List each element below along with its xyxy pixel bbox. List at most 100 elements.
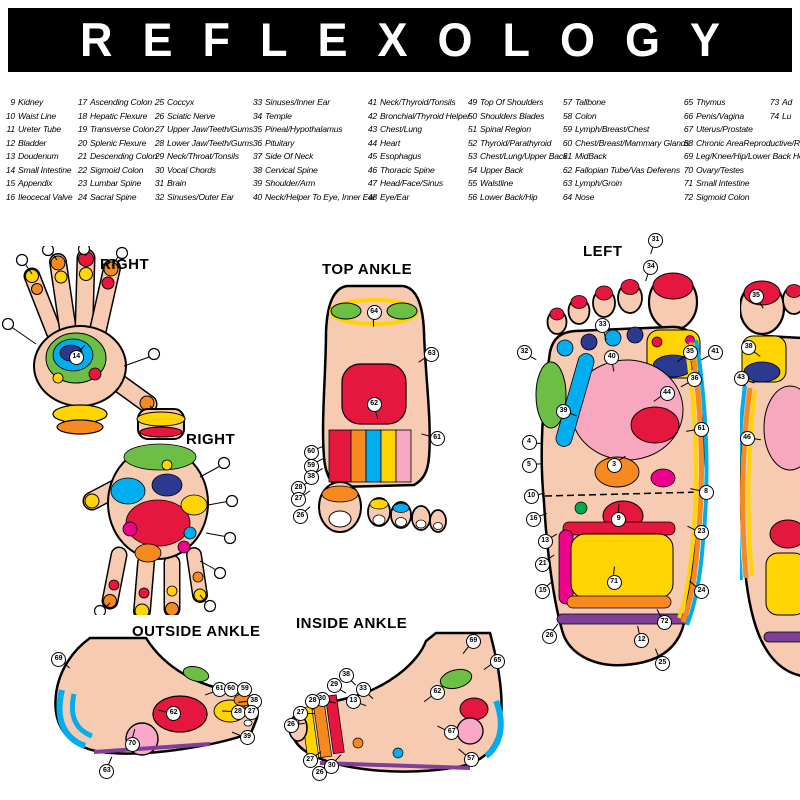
legend-item-label: Shoulder/Arm (265, 178, 316, 188)
callout-38: 38 (338, 667, 354, 683)
legend-item-label: Doudenum (18, 151, 59, 161)
legend-item-number: 73 (769, 97, 779, 107)
legend-item-number: 72 (683, 191, 693, 202)
legend-item-label: Tallbone (575, 97, 606, 107)
legend-item-label: Sacral Spine (90, 191, 137, 202)
legend-item-label: Thoracic Spine (380, 164, 435, 175)
legend-item-label: Sinuses/Inner Ear (265, 97, 330, 107)
legend-item-label: Lower Back/Hip (480, 191, 538, 202)
callout-27: 27 (302, 753, 318, 769)
legend-item-label: Spinal Region (480, 124, 531, 134)
callout-27: 27 (293, 706, 309, 721)
legend-item-number: 74 (769, 110, 779, 121)
callout-62: 62 (366, 397, 382, 413)
callout-61: 61 (694, 421, 709, 437)
callout-44: 44 (659, 385, 675, 401)
right-hand-palm-svg (82, 408, 239, 615)
legend-item-label: Waist Line (18, 110, 56, 121)
callout-25: 25 (654, 655, 670, 671)
legend-item-number: 15 (5, 178, 15, 188)
legend-item-label: Thymus (696, 97, 726, 107)
callout-4: 4 (521, 435, 537, 450)
right-foot-partial-art (740, 280, 800, 677)
callout-16: 16 (526, 511, 542, 527)
legend-item-label: Chest/Lung/Upper Back (480, 151, 568, 161)
callout-61: 61 (429, 430, 445, 446)
callout-23: 23 (694, 525, 709, 540)
legend-item-label: Pineal/Hypothalamus (265, 124, 343, 134)
legend-item-number: 46 (367, 164, 377, 175)
legend-item-label: Colon (575, 110, 597, 121)
legend-item-label: Lower Jaw/Teeth/Gums (167, 137, 253, 148)
right-hand-palm-label: RIGHT (186, 431, 236, 448)
callout-67: 67 (444, 725, 460, 741)
inside-ankle-label: INSIDE ANKLE (296, 615, 408, 632)
outside-ankle-label: OUTSIDE ANKLE (132, 623, 261, 640)
hand-palm-callout-dots (93, 456, 239, 615)
legend-item-label: Hepatic Flexure (90, 110, 148, 121)
callout-71: 71 (606, 574, 622, 590)
legend-item-label: Fallopian Tube/Vas Deferens (575, 164, 680, 175)
callout-14: 14 (68, 349, 84, 365)
legend-item-number: 34 (252, 110, 262, 121)
callout-39: 39 (239, 730, 255, 746)
legend-item-label: Small Intestine (696, 178, 750, 188)
legend-item-number: 10 (5, 110, 15, 121)
legend-item-number: 60 (562, 137, 572, 148)
legend-item-number: 40 (252, 191, 262, 202)
left-foot-sole-art (535, 272, 709, 667)
legend-item-number: 23 (77, 178, 87, 188)
title-banner: REFLEXOLOGY (8, 8, 792, 72)
callout-15: 15 (535, 583, 551, 599)
callout-59: 59 (237, 682, 253, 698)
callout-43: 43 (733, 370, 749, 386)
legend-item-label: Transverse Colon (90, 124, 154, 134)
legend-item-number: 22 (77, 164, 87, 175)
legend-item-number: 55 (467, 178, 477, 188)
right-hand-palm-art (82, 408, 239, 615)
legend-item-number: 14 (5, 164, 15, 175)
legend-item-number: 70 (683, 164, 693, 175)
legend-item-number: 24 (77, 191, 87, 202)
legend-item-label: Shoulders Blades (480, 110, 545, 121)
legend-item-number: 41 (367, 97, 377, 107)
callout-26: 26 (283, 718, 299, 734)
legend-item-label: MidBack (575, 151, 607, 161)
legend-item-label: Coccyx (167, 97, 194, 107)
callout-70: 70 (124, 736, 140, 752)
legend-item-number: 17 (77, 97, 87, 107)
callout-3: 3 (606, 457, 622, 473)
right-hand-back-svg (1, 246, 168, 435)
legend-item-label: Descending Colon (90, 151, 158, 161)
top-ankle-art (318, 284, 447, 533)
legend-item-number: 27 (154, 124, 164, 134)
callout-27: 27 (244, 704, 260, 720)
callout-32: 32 (516, 345, 532, 360)
